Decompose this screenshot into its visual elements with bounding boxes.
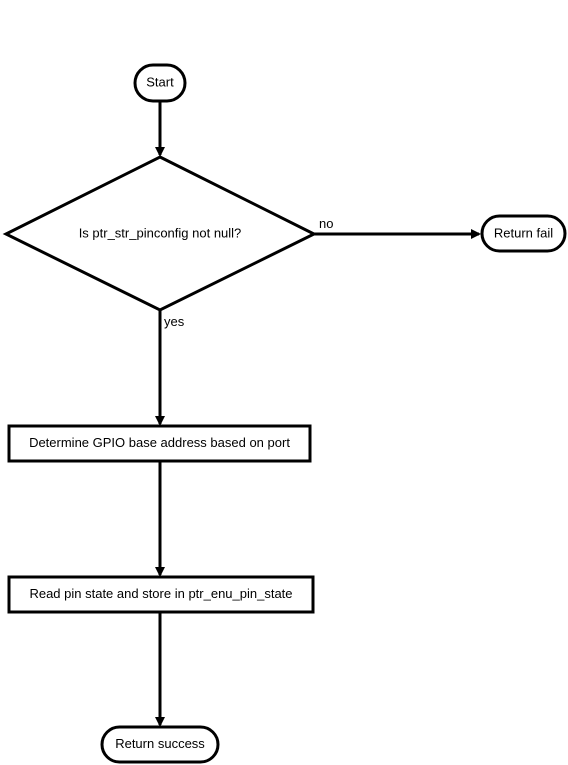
return-success-node [100,725,220,764]
start-node [133,63,187,103]
return-fail-node-label: Return fail [494,225,553,240]
edge-label-yes: yes [164,314,185,329]
decision-node-label: Is ptr_str_pinconfig not null? [79,225,242,240]
start-node-label: Start [146,74,174,89]
determine-base-node-label: Determine GPIO base address based on por… [29,435,290,450]
return-success-node-label: Return success [115,736,205,751]
determine-base-node [7,424,312,463]
edge-label-no: no [319,216,333,231]
read-pin-node-label: Read pin state and store in ptr_enu_pin_… [29,586,292,601]
read-pin-node [7,575,315,614]
decision-node [2,155,318,312]
return-fail-node [480,214,567,253]
